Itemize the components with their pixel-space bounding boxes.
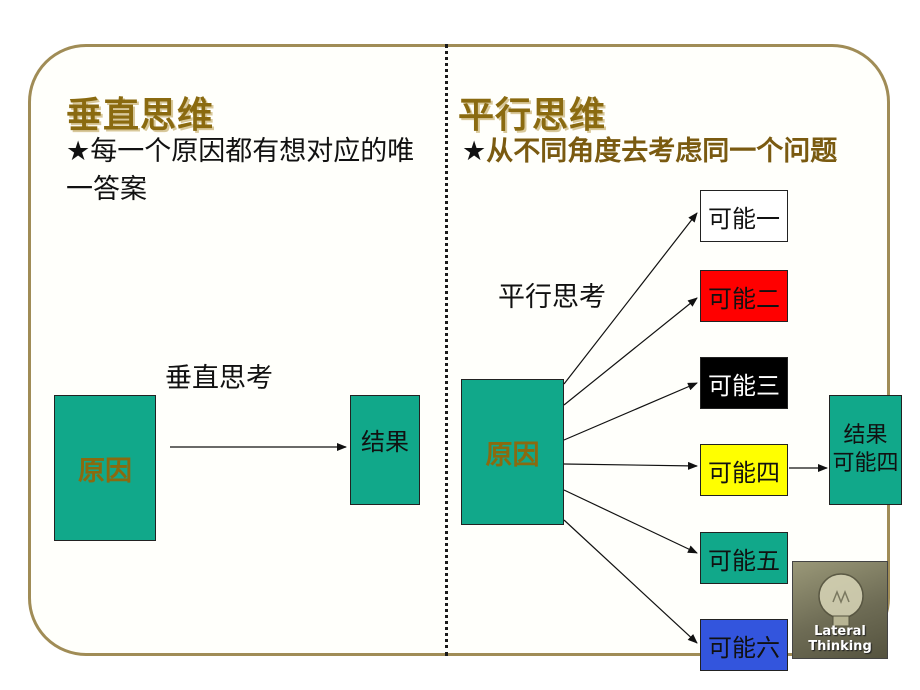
logo-text-line2: Thinking <box>808 639 872 654</box>
parallel-description-text: 从不同角度去考虑同一个问题 <box>486 136 838 167</box>
fan-arrow-6 <box>563 519 698 644</box>
option-label-6: 可能六 <box>708 633 780 662</box>
logo-text-line1: Lateral <box>814 624 866 639</box>
vertical-cause-box: 原因 <box>54 395 156 541</box>
star-icon: ★ <box>462 136 487 167</box>
option-box-6: 可能六 <box>700 619 788 671</box>
center-divider <box>445 44 448 656</box>
vertical-description-text: 每一个原因都有想对应的唯一答案 <box>66 136 415 205</box>
lateral-thinking-logo: Lateral Thinking <box>792 561 888 659</box>
vertical-cause-label: 原因 <box>78 455 132 487</box>
parallel-thinking-heading: 平行思维 <box>458 95 607 136</box>
vertical-thinking-heading: 垂直思维 <box>66 95 215 136</box>
star-icon: ★ <box>66 136 91 167</box>
parallel-fan-label: 平行思考 <box>498 282 606 313</box>
fan-arrow-4 <box>563 461 698 470</box>
option-label-2: 可能二 <box>708 284 780 313</box>
option-box-1: 可能一 <box>700 190 788 242</box>
vertical-result-box: 结果 <box>350 395 420 505</box>
fan-arrow-2 <box>563 297 698 406</box>
option-label-1: 可能一 <box>708 204 780 233</box>
fan-arrow-1 <box>563 212 698 385</box>
fan-arrow-3 <box>563 382 698 441</box>
option-label-5: 可能五 <box>708 546 780 575</box>
option-label-4: 可能四 <box>708 458 780 487</box>
parallel-result-sublabel: 可能四 <box>832 451 899 476</box>
parallel-cause-label: 原因 <box>485 439 540 471</box>
vertical-result-label: 结果 <box>361 428 409 456</box>
vertical-thinking-description: ★每一个原因都有想对应的唯一答案 <box>66 133 436 209</box>
fan-arrow-5 <box>563 489 698 554</box>
option-box-5: 可能五 <box>700 532 788 584</box>
vertical-arrow-label: 垂直思考 <box>165 363 273 394</box>
parallel-result-box: 结果 可能四 <box>829 395 902 505</box>
parallel-thinking-description: ★从不同角度去考虑同一个问题 <box>462 133 837 171</box>
option-box-4: 可能四 <box>700 444 788 496</box>
option-box-2: 可能二 <box>700 270 788 322</box>
option-label-3: 可能三 <box>708 371 780 400</box>
parallel-cause-box: 原因 <box>461 379 564 525</box>
option-box-3: 可能三 <box>700 357 788 409</box>
lightbulb-icon <box>818 573 864 627</box>
parallel-result-label: 结果 <box>843 423 888 448</box>
